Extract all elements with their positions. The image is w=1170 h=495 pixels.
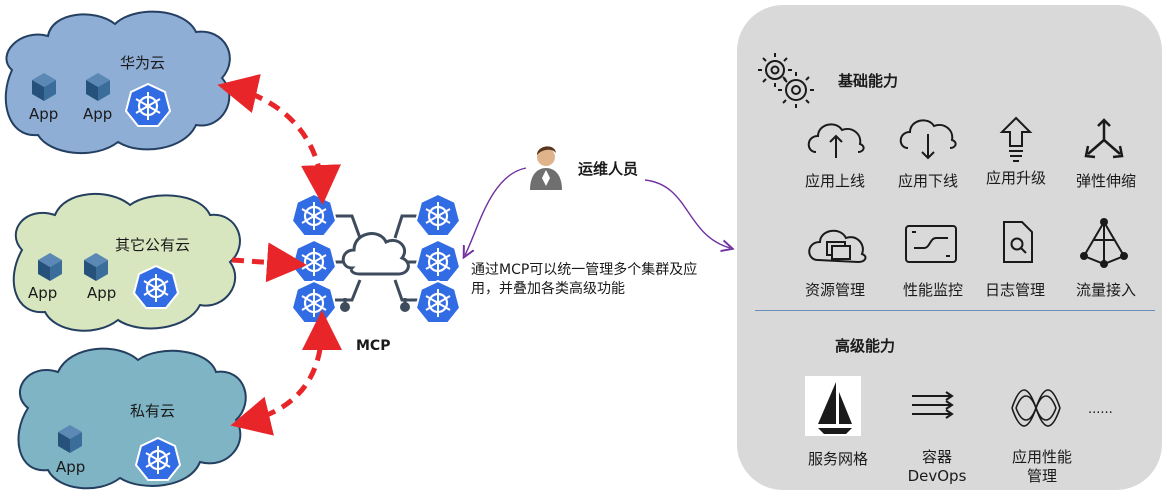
advanced-apm: 应用性能 管理 bbox=[1011, 448, 1072, 485]
log-management-icon bbox=[1003, 221, 1033, 263]
capability-resource-management: 资源管理 bbox=[804, 281, 865, 299]
app-label: App bbox=[56, 458, 86, 476]
operator-to-mcp-arrow bbox=[465, 167, 527, 255]
private-cloud-to-mcp-arrow bbox=[230, 310, 342, 436]
performance-monitor-icon bbox=[905, 225, 957, 263]
upgrade-icon bbox=[999, 116, 1033, 162]
capability-auto-scaling: 弹性伸缩 bbox=[1075, 172, 1136, 190]
mcp-label: MCP bbox=[356, 338, 391, 354]
other-public-cloud-label: 其它公有云 bbox=[115, 236, 191, 254]
huawei-to-mcp-arrow bbox=[217, 74, 341, 205]
capability-log-management: 日志管理 bbox=[984, 281, 1045, 299]
operator-note-line2: 用，并叠加各类高级功能 bbox=[471, 281, 625, 297]
operator-label: 运维人员 bbox=[578, 160, 639, 178]
huawei-cloud-label: 华为云 bbox=[120, 54, 166, 72]
mcp-hub bbox=[335, 214, 418, 312]
private-cloud-label: 私有云 bbox=[130, 402, 176, 420]
advanced-container-devops: 容器 DevOps bbox=[907, 448, 967, 485]
capability-app-upgrade: 应用升级 bbox=[985, 169, 1046, 187]
app-label: App bbox=[87, 284, 117, 302]
other-cloud-to-mcp-arrow bbox=[231, 242, 307, 283]
auto-scaling-icon bbox=[1084, 118, 1124, 159]
gears-icon bbox=[758, 53, 814, 108]
download-cloud-icon bbox=[899, 119, 957, 160]
resource-management-icon bbox=[808, 229, 867, 264]
app-label: App bbox=[29, 105, 59, 123]
app-label: App bbox=[28, 284, 58, 302]
capability-performance-monitor: 性能监控 bbox=[902, 281, 963, 299]
container-devops-icon bbox=[912, 391, 954, 419]
capability-app-offline: 应用下线 bbox=[897, 172, 958, 190]
capability-app-online: 应用上线 bbox=[804, 172, 865, 190]
panel-divider bbox=[755, 310, 1155, 311]
advanced-service-mesh: 服务网格 bbox=[807, 450, 868, 468]
advanced-more-ellipsis: ...... bbox=[1088, 402, 1113, 417]
operator-note-line1: 通过MCP可以统一管理多个集群及应 bbox=[471, 262, 698, 278]
other-public-cloud-shape bbox=[12, 192, 241, 332]
advanced-capabilities-title: 高级能力 bbox=[835, 337, 896, 355]
traffic-ingress-icon bbox=[1080, 218, 1128, 268]
operator-person-icon bbox=[530, 146, 562, 190]
operator-to-capabilities-arrow bbox=[644, 179, 730, 248]
service-mesh-icon bbox=[805, 376, 861, 436]
apm-waves-icon bbox=[1011, 389, 1061, 427]
app-label: App bbox=[83, 105, 113, 123]
capability-traffic-ingress: 流量接入 bbox=[1075, 281, 1136, 299]
basic-capabilities-title: 基础能力 bbox=[838, 72, 899, 90]
upload-cloud-icon bbox=[807, 123, 865, 158]
